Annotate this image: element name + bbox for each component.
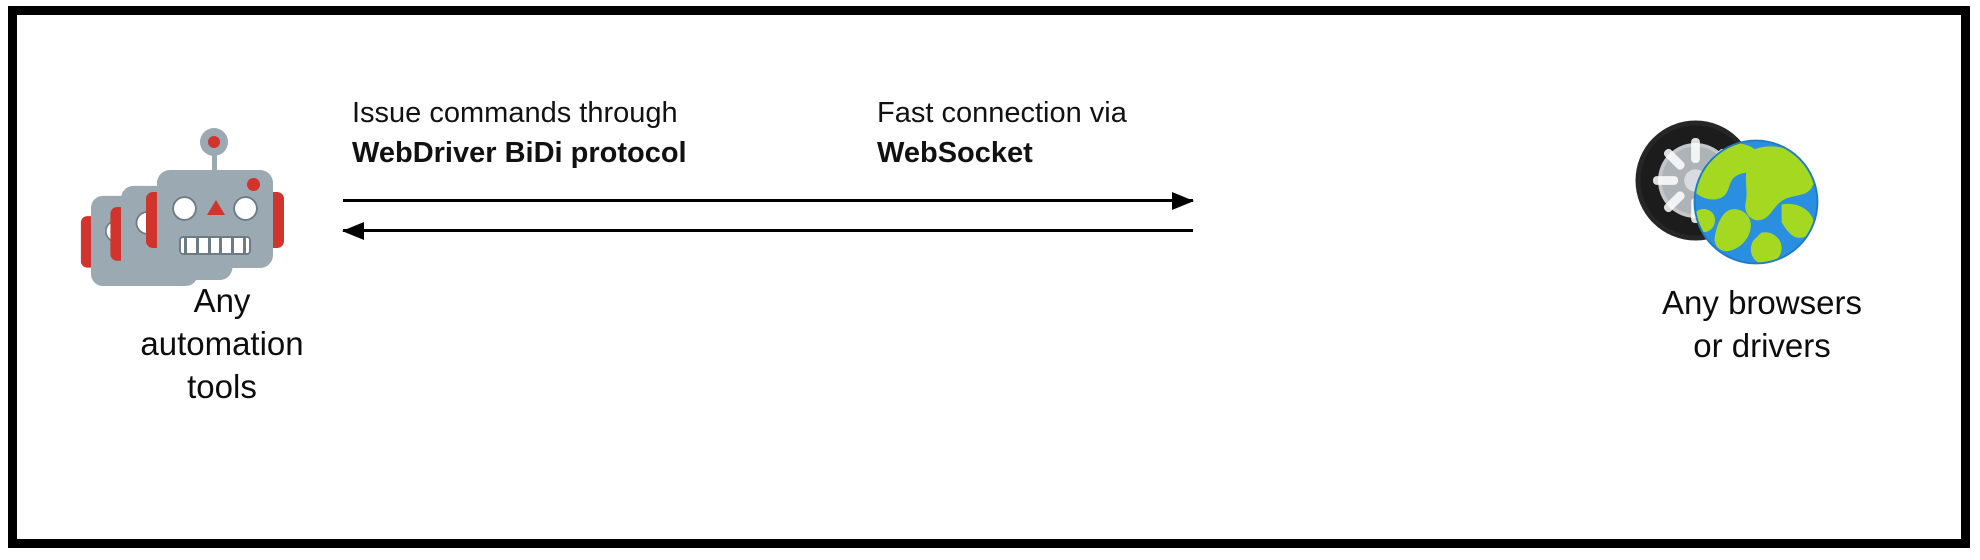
commands-arrow-line: [343, 199, 1193, 202]
left-node-automation-tools: Any automation tools: [77, 110, 367, 440]
right-node-browsers-drivers: Any browsers or drivers: [1597, 110, 1927, 440]
globe-icon: [1693, 139, 1819, 265]
robot-corner-dot: [247, 178, 260, 191]
left-label-block: Issue commands through WebDriver BiDi pr…: [352, 93, 687, 173]
right-label-line-1: Fast connection via: [877, 97, 1127, 129]
responses-arrow-head-left-icon: [342, 222, 364, 240]
robot-eye-left: [172, 196, 197, 221]
robot-eye-right: [233, 196, 258, 221]
diagram-frame: Any automation tools Issue commands thro…: [8, 6, 1970, 548]
right-node-caption-line-2: or drivers: [1693, 326, 1831, 364]
right-label-block: Fast connection via WebSocket: [877, 93, 1127, 173]
robot-icon-group: [77, 110, 367, 286]
left-node-caption-line-2: automation: [140, 324, 304, 362]
robot-head: [157, 170, 273, 268]
left-node-caption: Any automation tools: [77, 280, 367, 409]
right-node-caption-line-1: Any browsers: [1662, 284, 1862, 321]
robot-antenna-stem: [212, 144, 217, 174]
left-label-line-2: WebDriver BiDi protocol: [352, 137, 687, 170]
right-label-line-2: WebSocket: [877, 137, 1033, 170]
left-node-caption-line-3: tools: [187, 367, 257, 405]
diagram-stage: Any automation tools Issue commands thro…: [17, 15, 1961, 539]
arrow-group: [342, 175, 1194, 245]
robot-nose: [207, 200, 225, 215]
responses-arrow-line: [343, 229, 1193, 232]
commands-arrow-head-right-icon: [1172, 192, 1194, 210]
robot-mouth: [179, 236, 251, 255]
left-node-caption-line-1: Any: [193, 282, 251, 319]
browser-icon-group: [1597, 110, 1927, 265]
robot-icon-front: [146, 128, 284, 268]
robot-antenna-ball: [200, 128, 228, 156]
right-node-caption: Any browsers or drivers: [1597, 282, 1927, 368]
left-label-line-1: Issue commands through: [352, 97, 678, 129]
